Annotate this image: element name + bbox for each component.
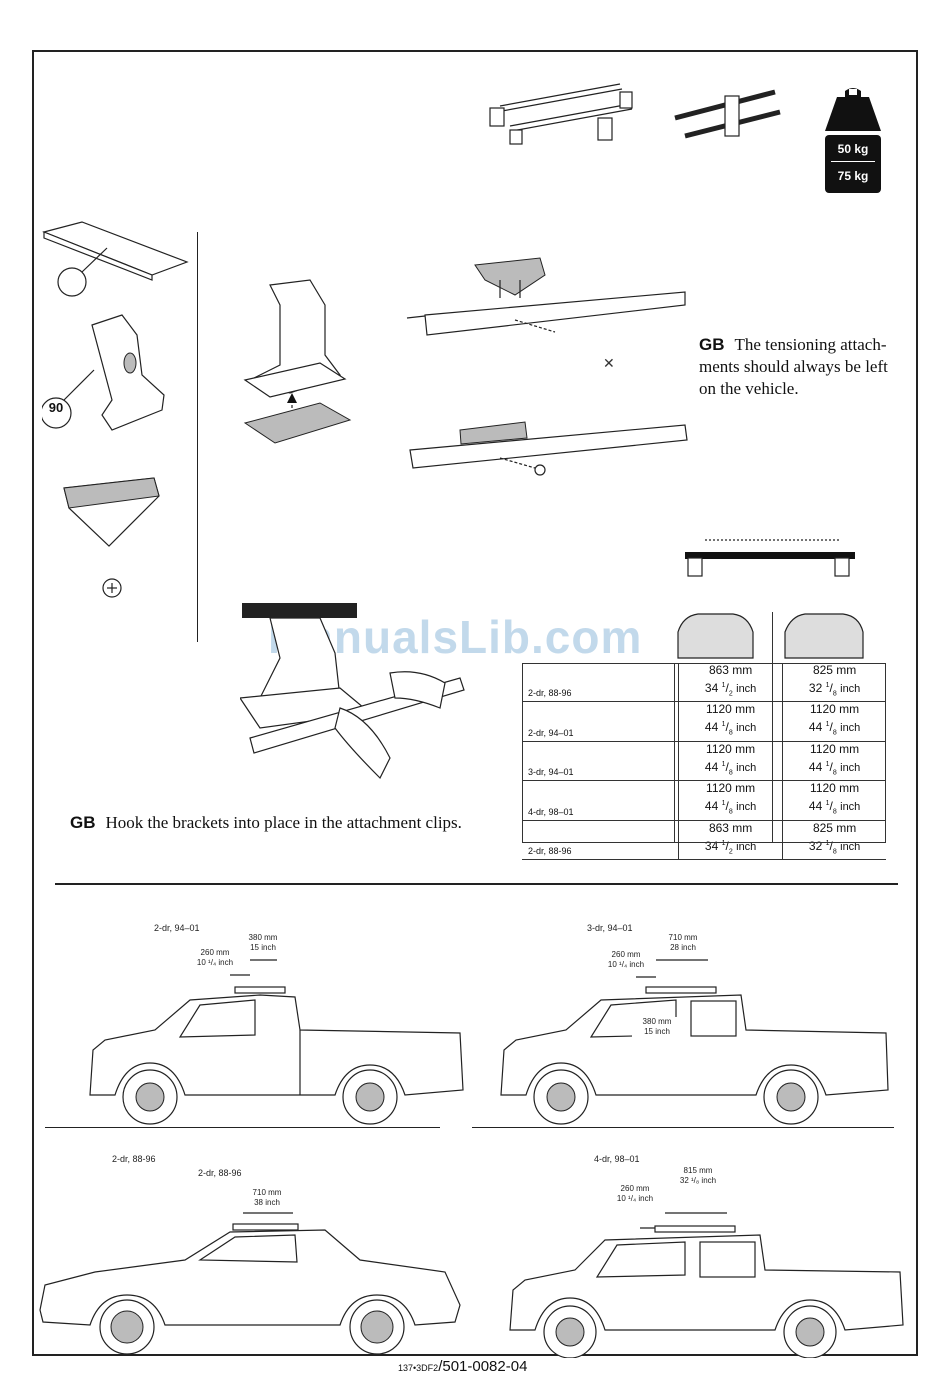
dim-a-inch: 44 1/8 inch xyxy=(704,759,757,777)
dim-a-mm: 1120 mm xyxy=(706,741,756,756)
dim-b-inch: 44 1/8 inch xyxy=(808,759,861,777)
dimension-table: 2-dr, 88-96 863 mm 34 1/2 inch 825 mm 32 1/8… xyxy=(522,663,886,860)
weight-50: 50 kg xyxy=(837,142,869,156)
v2-label: 3-dr, 94–01 xyxy=(587,923,633,933)
v1-label: 2-dr, 94–01 xyxy=(154,923,200,933)
weight-limit-badge: 50 kg 75 kg xyxy=(825,85,881,193)
v3-label-a: 2-dr, 88-96 xyxy=(112,1154,156,1164)
code-prefix: 137•3DF2 xyxy=(398,1363,439,1373)
dim-b-inch: 32 1/8 inch xyxy=(808,838,861,855)
dim-a-mm: 863 mm xyxy=(708,663,753,677)
rail-measure-illustration xyxy=(685,539,855,577)
dim-b-mm: 825 mm xyxy=(812,820,857,835)
hook-note-text: Hook the brackets into place in the atta… xyxy=(105,813,462,832)
foot-plate-icon xyxy=(42,221,189,297)
truck-4dr-illustration xyxy=(509,1212,904,1358)
car-label: 2-dr, 94–01 xyxy=(528,727,574,738)
tension-line-1: The tensioning attach- xyxy=(734,335,887,354)
dim-a-inch: 44 1/8 inch xyxy=(704,799,757,816)
dim-a-inch: 34 1/2 inch xyxy=(704,838,757,855)
table-row: 2-dr, 88-96 863 mm 34 1/2 inch 825 mm 32 1/8… xyxy=(522,820,886,860)
dim-a-inch: 34 1/2 inch xyxy=(704,681,757,698)
table-row: 2-dr, 88-96 863 mm 34 1/2 inch 825 mm 32 1/8… xyxy=(522,663,886,703)
dim-b-inch: 44 1/8 inch xyxy=(808,720,861,737)
dim-a-inch: 44 1/8 inch xyxy=(704,720,757,737)
v3-label-b: 2-dr, 88-96 xyxy=(198,1168,242,1178)
dim-a-mm: 1120 mm xyxy=(706,702,756,717)
dim-a-mm: 1120 mm xyxy=(706,781,756,796)
dim-b-inch: 44 1/8 inch xyxy=(808,799,861,816)
bracket-icon xyxy=(91,314,165,431)
car-label: 3-dr, 94–01 xyxy=(528,767,574,778)
tension-line-3: on the vehicle. xyxy=(699,379,799,398)
column-divider xyxy=(197,232,198,642)
page-frame xyxy=(32,50,918,1356)
dim-b-mm: 1120 mm xyxy=(810,741,860,756)
table-row: 3-dr, 94–01 1120 mm 44 1/8 inch 1120 mm 44 1… xyxy=(522,741,886,782)
hook-note: GB Hook the brackets into place in the at… xyxy=(70,812,490,834)
callout-90: 90 xyxy=(48,400,64,415)
code-number: /501-0082-04 xyxy=(438,1358,528,1375)
attachment-clip-illustration: ✕ xyxy=(406,257,688,476)
screw-icon xyxy=(102,578,122,598)
car-label: 2-dr, 88-96 xyxy=(528,688,572,699)
callout-circle xyxy=(42,397,72,429)
svg-text:✕: ✕ xyxy=(603,355,615,371)
truck-2dr-illustration xyxy=(89,959,464,1125)
roof-rack-illustration xyxy=(489,83,781,145)
dim-b-mm: 1120 mm xyxy=(810,702,860,717)
tension-line-2: ments should always be left xyxy=(699,357,888,376)
table-row: 2-dr, 94–01 1120 mm 44 1/8 inch 1120 mm 44 1… xyxy=(522,701,886,742)
parts-illustrations xyxy=(42,221,189,598)
car-label: 2-dr, 88-96 xyxy=(528,845,572,856)
dim-a-mm: 863 mm xyxy=(708,820,753,835)
document-code: 137•3DF2/501-0082-04 xyxy=(398,1358,527,1375)
rack-assembled-icon xyxy=(489,83,633,145)
dim-b-inch: 32 1/8 inch xyxy=(808,681,861,698)
weight-icon xyxy=(825,88,881,131)
truck-3dr-illustration xyxy=(500,959,889,1125)
foot-assembly-illustration xyxy=(243,279,352,444)
weight-75: 75 kg xyxy=(837,169,869,183)
front-view-illustrations xyxy=(677,613,864,659)
dim-b-mm: 1120 mm xyxy=(810,781,860,796)
lang-gb: GB xyxy=(70,813,96,832)
rack-crossbar-icon xyxy=(674,89,781,139)
v4-label: 4-dr, 98–01 xyxy=(594,1154,640,1164)
tension-note: GB The tensioning attach- ments should al… xyxy=(699,334,909,400)
dim-b-mm: 825 mm xyxy=(812,663,857,677)
car-label: 4-dr, 98–01 xyxy=(528,806,574,817)
bracket-hook-illustration xyxy=(240,603,465,780)
section-divider xyxy=(55,883,898,885)
table-row: 4-dr, 98–01 1120 mm 44 1/8 inch 1120 mm 44 1… xyxy=(522,780,886,821)
car-2dr-illustration xyxy=(39,1212,461,1355)
lang-gb: GB xyxy=(699,335,725,354)
cover-piece-icon xyxy=(63,477,160,547)
